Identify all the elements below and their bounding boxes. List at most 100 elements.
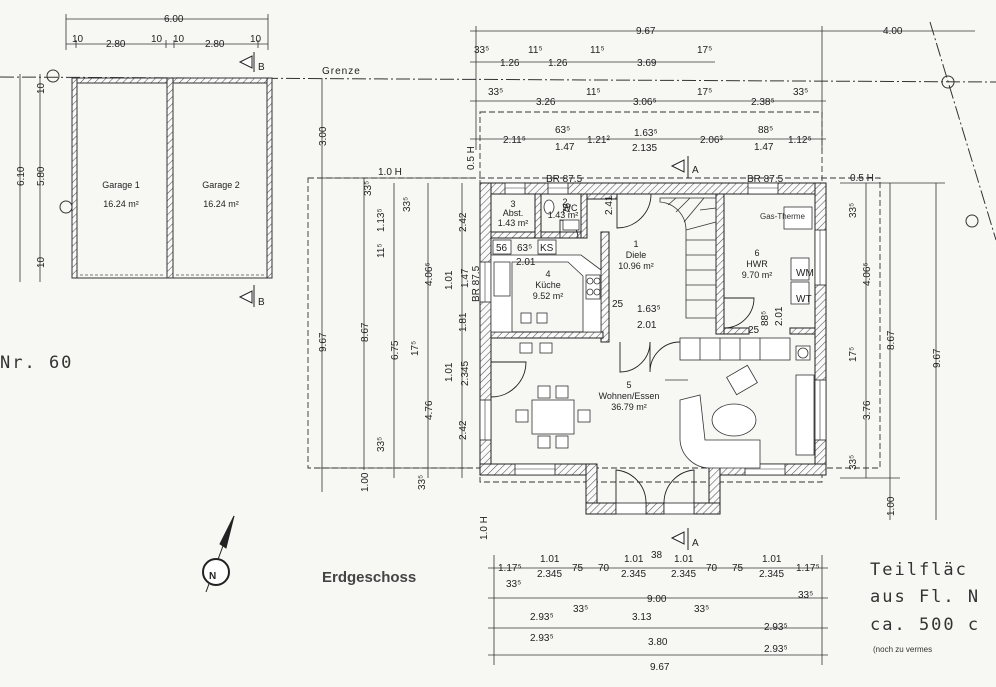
dim-r-4065: 4.06⁵ <box>862 262 873 286</box>
north-label: N <box>209 571 216 582</box>
kitchen-fixtures <box>490 239 602 354</box>
dim-b2-335b: 33⁵ <box>694 604 709 615</box>
dim-g-10b-v: 10 <box>36 256 47 268</box>
dim-r1-335: 33⁵ <box>474 45 489 56</box>
dim-r1-369: 3.69 <box>637 58 657 69</box>
k-25b: 25 <box>748 325 760 336</box>
room4-area: 9.52 m² <box>533 291 564 301</box>
dim-r1-175: 17⁵ <box>697 45 712 56</box>
room1-num: 1 <box>633 239 638 249</box>
dim-r1-115a: 11⁵ <box>528 45 543 56</box>
staircase <box>659 197 717 319</box>
dim-house-total: 9.67 <box>636 26 656 37</box>
wm-label: WM <box>796 268 814 279</box>
dim-r2-175: 17⁵ <box>697 87 712 98</box>
dim-r-100: 1.00 <box>886 496 897 516</box>
dim-c-675: 6.75 <box>390 340 401 360</box>
dim-r3-206: 2.06³ <box>700 135 723 146</box>
dim-d-335: 33⁵ <box>417 475 428 490</box>
br-right-label: BR 87.5 <box>747 174 784 185</box>
dim-g-280a: 2.80 <box>106 39 126 50</box>
dim-right-total: 4.00 <box>883 26 903 37</box>
dim-b1-101c: 1.01 <box>674 554 694 565</box>
k-201c: 2.01 <box>774 306 785 326</box>
house-top-dimension-lines <box>470 26 975 150</box>
dim-e-242a: 2.42 <box>458 212 469 232</box>
hwr-fixtures <box>783 206 813 361</box>
dim-r3-635: 63⁵ <box>555 125 570 136</box>
garage-top-dimension-lines <box>65 14 269 50</box>
dim-e-181: 1.81 <box>458 312 469 332</box>
room6-num: 6 <box>754 248 759 258</box>
garage-left-dimension-lines <box>19 74 41 282</box>
dim-b1-117b: 1.17⁵ <box>796 563 820 574</box>
dim-g-280b: 2.80 <box>205 39 225 50</box>
room5-num: 5 <box>626 380 631 390</box>
windows <box>479 182 827 515</box>
room2-area: 1.43 m² <box>548 210 579 220</box>
dim-b1-70b: 70 <box>706 563 718 574</box>
room5-area: 36.79 m² <box>611 402 647 412</box>
dim-r1-126a: 1.26 <box>500 58 520 69</box>
dim-b1-70a: 70 <box>598 563 610 574</box>
garage1-area: 16.24 m² <box>103 199 139 209</box>
dim-d-4065: 4.06⁵ <box>424 262 435 286</box>
property-boundary <box>0 21 996 241</box>
br-kitchen-label: BR 87.5 <box>471 265 482 302</box>
dim-r2-335a: 33⁵ <box>488 87 503 98</box>
dim-b2-293b: 2.93⁵ <box>764 622 788 633</box>
dim-b1-38: 38 <box>651 550 663 561</box>
dim-b1-900: 9.00 <box>647 594 667 605</box>
section-a-top-label: A <box>692 165 699 176</box>
br-left-label: BR 87.5 <box>546 174 583 185</box>
dim-r3-211: 2.11⁵ <box>503 135 526 146</box>
dim-r2-326: 3.26 <box>536 97 556 108</box>
right-dimension-lines <box>840 182 945 520</box>
dim-b-335a: 33⁵ <box>363 181 374 196</box>
dim-r2-238: 2.38⁵ <box>751 97 775 108</box>
dim-b1-75b: 75 <box>732 563 744 574</box>
k-25a: 25 <box>612 299 624 310</box>
dim-r1-115b: 11⁵ <box>590 45 605 56</box>
room2-name: WC <box>563 203 578 213</box>
dim-e-242b: 2.42 <box>458 420 469 440</box>
teil-line2: aus Fl. N <box>870 587 980 607</box>
dim-g-10a-v: 10 <box>36 82 47 94</box>
section-b-markers <box>238 52 255 307</box>
dim-r-376: 3.76 <box>862 400 873 420</box>
dim-r3-1635: 1.63⁵ <box>634 128 658 139</box>
room4-name: Küche <box>535 280 561 290</box>
height-05h-left: 0.5 H <box>466 146 477 170</box>
dim-b1-335b: 33⁵ <box>798 590 813 601</box>
k-76: 76 <box>562 202 573 214</box>
room3-area: 1.43 m² <box>498 218 529 228</box>
dim-a-100: 1.00 <box>360 472 371 492</box>
dim-a-967: 9.67 <box>318 332 329 352</box>
bottom-dimension-lines <box>488 555 828 665</box>
dim-b1-101d: 1.01 <box>762 554 782 565</box>
dim-r-335a: 33⁵ <box>848 203 859 218</box>
dim-f-2345: 2.345 <box>460 361 471 386</box>
teil-line3: ca. 500 c <box>870 615 980 635</box>
room1-area: 10.96 m² <box>618 261 654 271</box>
wc-fixtures <box>543 199 580 231</box>
dim-g-10a: 10 <box>72 34 84 45</box>
dim-b4-967: 9.67 <box>650 662 670 673</box>
room6-area: 9.70 m² <box>742 270 773 280</box>
garage1-name: Garage 1 <box>102 180 140 190</box>
dim-r2-335b: 33⁵ <box>793 87 808 98</box>
dim-b-867: 8.67 <box>360 322 371 342</box>
dim-r3-885: 88⁵ <box>758 125 773 136</box>
section-a-bottom-label: A <box>692 538 699 549</box>
dim-b1-2345b: 2.345 <box>621 569 646 580</box>
k-201b: 2.01 <box>637 320 657 331</box>
dim-g-10b: 10 <box>151 34 163 45</box>
section-b-top-label: B <box>258 62 265 73</box>
section-a-markers <box>670 156 689 550</box>
dim-b1-335a: 33⁵ <box>506 579 521 590</box>
dim-b1-75a: 75 <box>572 563 584 574</box>
section-b-bottom-label: B <box>258 297 265 308</box>
dim-garage-total: 6.00 <box>164 14 184 25</box>
